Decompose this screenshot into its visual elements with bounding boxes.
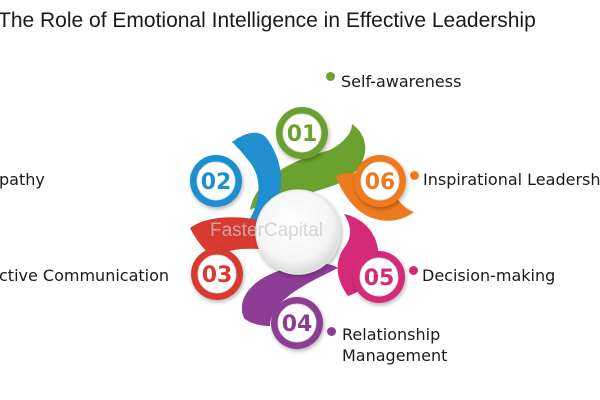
badge-01: 01 xyxy=(276,107,328,159)
badge-number-06: 06 xyxy=(365,170,396,195)
blade-04 xyxy=(241,263,338,326)
number-badges: 01 02 03 04 05 06 xyxy=(190,107,406,349)
badge-number-01: 01 xyxy=(287,122,318,147)
step-02-label: pathy xyxy=(0,170,45,189)
step-05-label: Decision-making xyxy=(422,266,556,285)
badge-number-04: 04 xyxy=(282,312,313,337)
badge-number-02: 02 xyxy=(201,170,232,195)
badge-02: 02 xyxy=(190,155,242,207)
step-06-label: Inspirational Leadersh xyxy=(423,170,600,189)
step-05-dot xyxy=(409,266,418,275)
step-01-dot xyxy=(326,72,335,81)
step-04-dot xyxy=(327,327,336,336)
step-03-label: ctive Communication xyxy=(0,266,170,285)
badge-number-05: 05 xyxy=(364,266,395,291)
step-04-label-line2: Management xyxy=(342,346,448,365)
step-06-dot xyxy=(410,171,419,180)
badge-number-03: 03 xyxy=(202,263,233,288)
badge-05: 05 xyxy=(353,251,405,303)
badge-03: 03 xyxy=(191,248,243,300)
badge-04: 04 xyxy=(271,297,323,349)
center-disc xyxy=(255,189,341,275)
step-04-label: Relationship xyxy=(342,325,441,344)
watermark-text: FasterCapital xyxy=(210,220,323,241)
badge-06: 06 xyxy=(354,155,406,207)
page-title: The Role of Emotional Intelligence in Ef… xyxy=(0,9,536,32)
step-01-label: Self-awareness xyxy=(341,72,462,91)
